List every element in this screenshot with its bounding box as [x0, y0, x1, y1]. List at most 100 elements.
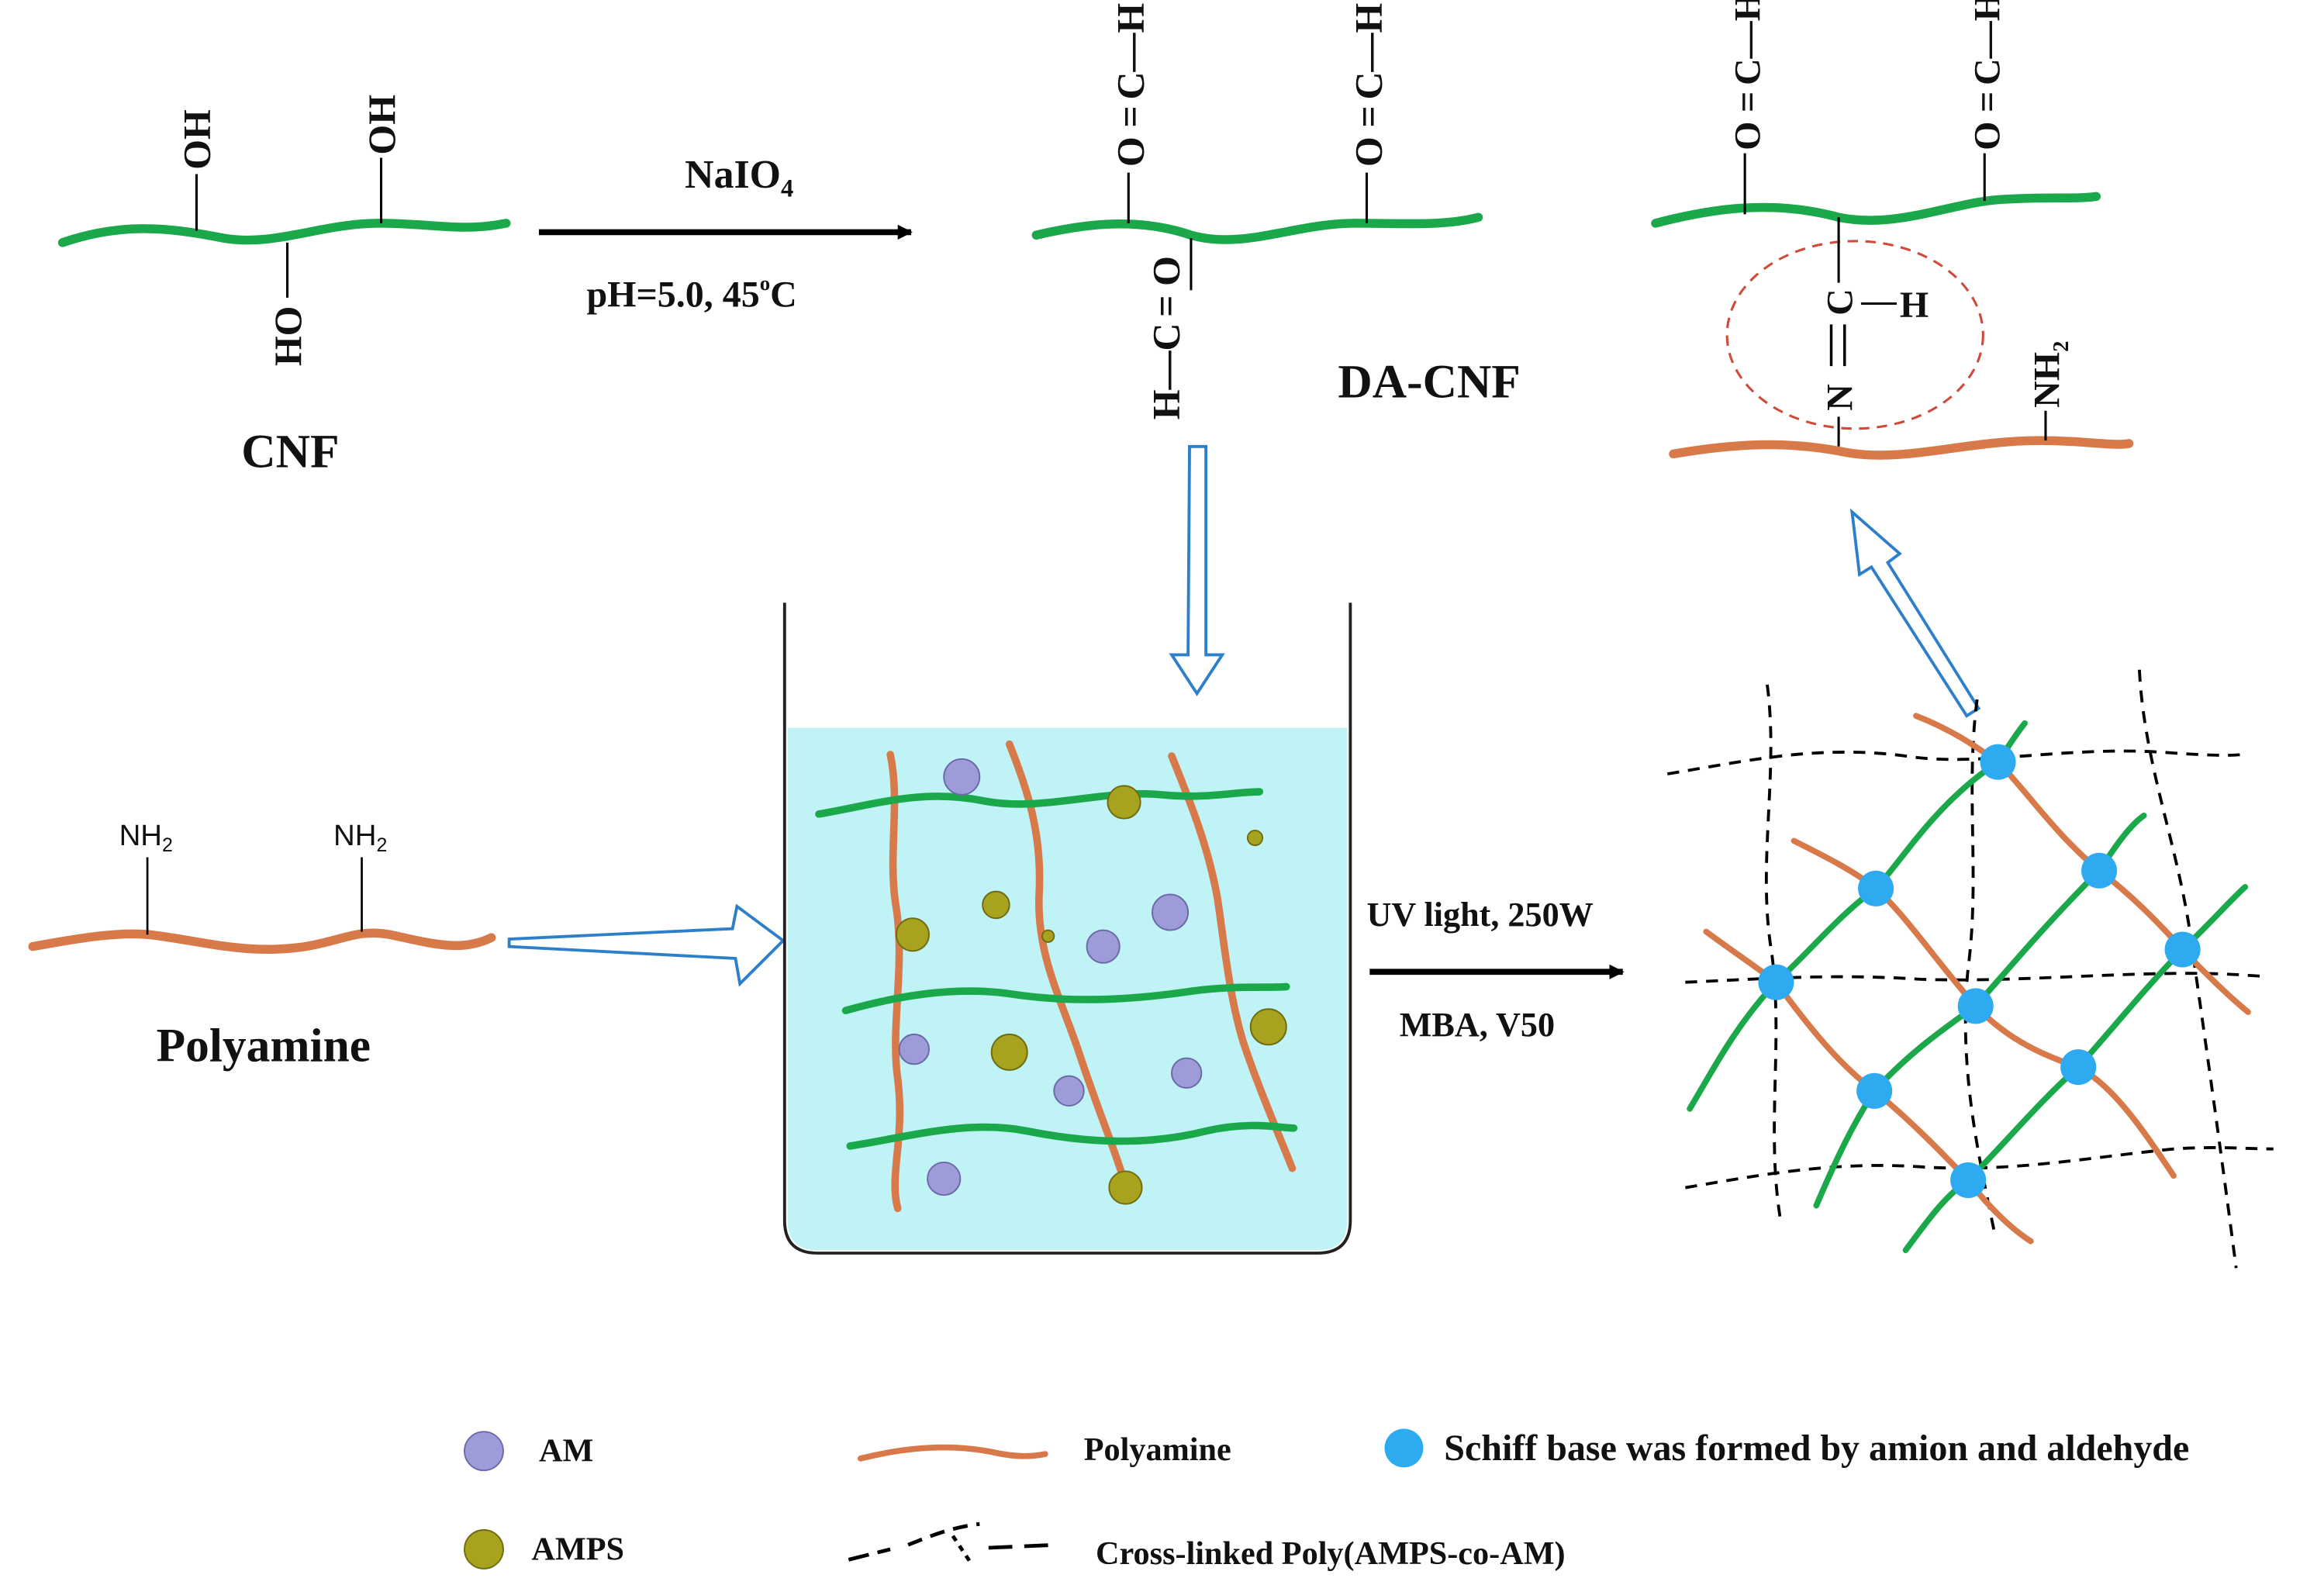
schiff-base-node — [2164, 931, 2201, 968]
da-cnf-structure: O=C—H O=C—H H—C=O DA-CNF — [1031, 3, 1521, 420]
da-cnf-label: DA-CNF — [1338, 355, 1520, 408]
legend-amps-swatch — [464, 1529, 504, 1569]
aldehyde-o-atom: O — [1109, 136, 1152, 167]
legend-amps-label: AMPS — [531, 1531, 624, 1567]
amps-particle — [982, 890, 1010, 920]
aldehyde-single-bond: — — [1348, 33, 1390, 73]
beaker-cellulose-chain — [846, 1121, 1298, 1150]
detail-polyamine-chain — [1669, 436, 2134, 460]
schiff-base-node — [1957, 988, 1994, 1024]
am-particle — [1171, 1057, 1203, 1089]
da-cnf-aldehyde-1: O=C—H — [1109, 3, 1152, 167]
cnf-hydroxyl-label-1: OH — [176, 109, 219, 170]
cnf-structure: OH OH HO CNF — [57, 95, 511, 478]
polymerization-condition-top: UV light, 250W — [1366, 896, 1593, 934]
polyamine-label: Polyamine — [157, 1019, 371, 1072]
aldehyde-c-atom: C — [1145, 323, 1188, 351]
imine-carbon: C — [1819, 288, 1860, 316]
open-arrows — [507, 444, 1981, 987]
oxidation-step: NaIO4 pH=5.0, 45oC — [539, 153, 913, 315]
beaker-polyamine-chain — [1005, 740, 1131, 1195]
am-particle — [943, 758, 981, 796]
amps-particle — [1107, 785, 1141, 820]
svg-text:C: C — [1819, 288, 1860, 316]
aldehyde-o-atom: O — [1967, 122, 2008, 150]
legend-crosslinked-swatch — [848, 1521, 1058, 1564]
schiff-base-highlight-circle — [1725, 240, 1984, 430]
aldehyde-double-bond: = — [1348, 105, 1390, 127]
aldehyde-h-atom: H — [1727, 0, 1768, 21]
aldehyde-c-atom: C — [1967, 58, 2008, 85]
network-to-detail-arrow — [1849, 508, 1981, 718]
detail-aldehyde-1: O = C—H — [1727, 0, 1768, 150]
detail-cellulose-chain — [1651, 192, 2101, 228]
polyamine-to-beaker-arrow — [507, 903, 786, 987]
polymerization-step: UV light, 250W MBA, V50 — [1366, 896, 1625, 1044]
amps-particle — [895, 917, 930, 952]
da-cnf-to-beaker-arrow — [1169, 444, 1225, 696]
cnf-label: CNF — [241, 426, 339, 478]
am-particle — [1053, 1075, 1085, 1107]
aldehyde-h-atom: H — [1348, 3, 1390, 33]
schiff-base-node — [1758, 964, 1794, 1000]
beaker-wall — [782, 603, 1352, 1255]
aldehyde-o-atom: O — [1145, 256, 1188, 286]
cnf-hydroxyl-label-3: HO — [267, 306, 309, 367]
beaker-polyamine-chain — [1168, 752, 1297, 1172]
da-cnf-aldehyde-2: O=C—H — [1348, 3, 1390, 167]
svg-text:O=C—H: O = C—H — [1727, 0, 1768, 150]
am-particle — [927, 1161, 962, 1197]
legend: AM AMPS Polyamine Cross-linked Poly(AMPS… — [464, 1428, 2189, 1572]
legend-polyamine-swatch — [857, 1444, 1048, 1462]
schiff-base-node — [2081, 852, 2118, 889]
polyamine-amine-label-2: NH2 — [333, 819, 387, 856]
schiff-base-node — [1950, 1162, 1987, 1198]
svg-text:H—C=O: H—C = O — [1145, 256, 1188, 420]
schiff-base-node — [1980, 744, 2016, 780]
aldehyde-single-bond: — — [1145, 350, 1188, 390]
beaker — [782, 603, 1352, 1255]
aldehyde-h-atom: H — [1145, 389, 1188, 420]
polyamine-chain — [28, 928, 496, 954]
aldehyde-double-bond: = — [1727, 92, 1768, 112]
aldehyde-single-bond: — — [1967, 20, 2008, 59]
am-particle — [1086, 929, 1121, 964]
polyamine-amine-label-1: NH2 — [119, 819, 173, 856]
beaker-cellulose-chain — [815, 788, 1264, 818]
beaker-polyamine-chain — [886, 751, 904, 1213]
aldehyde-single-bond: — — [1109, 33, 1152, 73]
legend-schiff-label: Schiff base was formed by amion and alde… — [1444, 1428, 2189, 1469]
svg-text:N: N — [1819, 384, 1860, 411]
svg-text:O=C—H: O=C—H — [1109, 3, 1152, 167]
aldehyde-c-atom: C — [1348, 72, 1390, 100]
amps-particle — [1246, 829, 1264, 847]
detail-amine-group: NH2 — [2026, 341, 2074, 408]
aldehyde-c-atom: C — [1109, 72, 1152, 100]
aldehyde-h-atom: H — [1967, 0, 2008, 21]
detail-aldehyde-2: O = C—H — [1967, 0, 2008, 150]
aldehyde-h-atom: H — [1109, 3, 1152, 33]
imine-nitrogen: N — [1819, 384, 1860, 411]
legend-am-label: AM — [539, 1433, 593, 1469]
aldehyde-double-bond: = — [1967, 92, 2008, 112]
da-cnf-cellulose-chain — [1031, 212, 1483, 244]
legend-am-swatch — [464, 1431, 504, 1472]
schiff-base-detail: O=C—H O=C—H C H N NH2 — [1651, 0, 2134, 460]
oxidation-reagent: NaIO4 — [685, 153, 793, 203]
amps-particle — [1108, 1170, 1143, 1205]
oxidation-conditions: pH=5.0, 45oC — [586, 271, 796, 315]
crosslinked-network — [1667, 669, 2274, 1269]
aldehyde-double-bond: = — [1145, 295, 1188, 316]
amps-particle — [1041, 929, 1055, 943]
am-particle — [1152, 893, 1190, 931]
schiff-base-node — [1856, 1072, 1893, 1109]
svg-text:O=C—H: O = C—H — [1967, 0, 2008, 150]
amps-particle — [1249, 1008, 1287, 1046]
aldehyde-o-atom: O — [1727, 122, 1768, 150]
legend-crosslinked-label: Cross-linked Poly(AMPS-co-AM) — [1096, 1535, 1566, 1572]
aldehyde-c-atom: C — [1727, 58, 1768, 85]
svg-text:O=C—H: O=C—H — [1348, 3, 1390, 167]
beaker-particles — [895, 758, 1287, 1205]
aldehyde-single-bond: — — [1727, 20, 1768, 59]
beaker-cellulose-chain — [841, 982, 1290, 1014]
